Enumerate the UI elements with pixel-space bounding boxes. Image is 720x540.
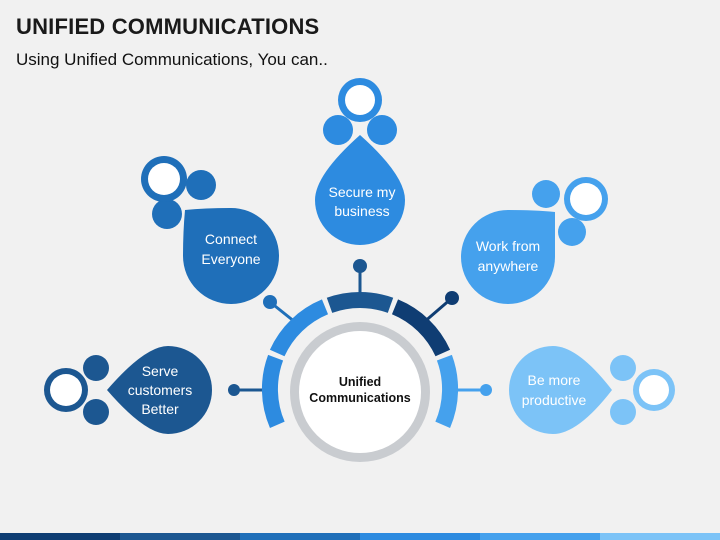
ring-inner-work bbox=[570, 183, 602, 215]
bar-segment bbox=[120, 533, 240, 540]
center-label-line-1: Unified bbox=[339, 375, 381, 389]
petal-top-productive bbox=[610, 355, 636, 381]
drop-connect bbox=[183, 207, 279, 304]
petal-left-work bbox=[532, 180, 560, 208]
petal-right-connect bbox=[186, 170, 216, 200]
work-line-1: Work from bbox=[476, 238, 540, 254]
bar-segment bbox=[600, 533, 720, 540]
serve-line-1: Serve bbox=[142, 363, 179, 379]
node-be-productive: Be more productive bbox=[509, 346, 675, 434]
node-secure-business: Secure my business bbox=[315, 78, 405, 245]
ring-inner-serve bbox=[50, 374, 82, 406]
connector-dot-secure bbox=[353, 259, 367, 273]
drop-work bbox=[461, 210, 555, 304]
work-line-2: anywhere bbox=[478, 258, 539, 274]
slide-subtitle: Using Unified Communications, You can.. bbox=[16, 50, 328, 69]
connector-dot-serve bbox=[228, 384, 240, 396]
petal-top-serve bbox=[83, 355, 109, 381]
drop-secure bbox=[315, 135, 405, 245]
petal-bottom-work bbox=[558, 218, 586, 246]
petal-bottom-connect bbox=[152, 199, 182, 229]
center-disc bbox=[299, 331, 421, 453]
bar-segment bbox=[360, 533, 480, 540]
bar-segment bbox=[0, 533, 120, 540]
productive-line-2: productive bbox=[522, 392, 587, 408]
petal-left-secure bbox=[323, 115, 353, 145]
connector-dot-connect bbox=[263, 295, 277, 309]
center-hub: Unified Communications bbox=[290, 322, 430, 462]
secure-line-2: business bbox=[334, 203, 389, 219]
ring-inner-productive bbox=[639, 375, 669, 405]
connector-dot-productive bbox=[480, 384, 492, 396]
productive-line-1: Be more bbox=[528, 372, 581, 388]
connector-dot-work bbox=[445, 291, 459, 305]
bottom-color-bar bbox=[0, 533, 720, 540]
drop-serve bbox=[107, 346, 212, 434]
node-serve-customers: Serve customers Better bbox=[44, 346, 212, 434]
ring-inner-connect bbox=[148, 163, 180, 195]
serve-line-3: Better bbox=[141, 401, 179, 417]
petal-bottom-productive bbox=[610, 399, 636, 425]
connect-line-1: Connect bbox=[205, 231, 257, 247]
serve-line-2: customers bbox=[128, 382, 193, 398]
ring-inner-secure bbox=[345, 85, 375, 115]
drop-productive bbox=[509, 346, 612, 434]
center-arc bbox=[261, 291, 459, 428]
secure-line-1: Secure my bbox=[329, 184, 396, 200]
slide-title: UNIFIED COMMUNICATIONS bbox=[16, 14, 320, 39]
node-work-anywhere: Work from anywhere bbox=[461, 177, 608, 304]
connect-line-2: Everyone bbox=[201, 251, 260, 267]
petal-right-secure bbox=[367, 115, 397, 145]
node-connect-everyone: Connect Everyone bbox=[141, 156, 279, 304]
petal-bottom-serve bbox=[83, 399, 109, 425]
center-label-line-2: Communications bbox=[309, 391, 410, 405]
bar-segment bbox=[240, 533, 360, 540]
bar-segment bbox=[480, 533, 600, 540]
